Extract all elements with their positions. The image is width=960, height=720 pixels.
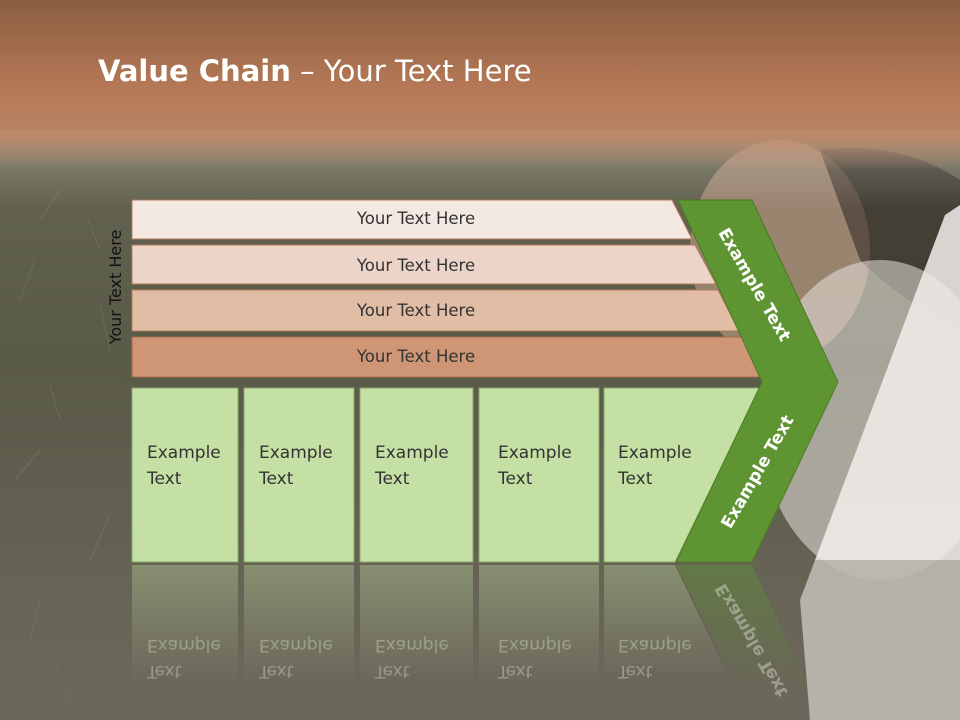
activity-column-3 bbox=[359, 387, 474, 563]
activity-line-1: Example bbox=[259, 443, 333, 463]
support-bar-label-1: Your Text Here bbox=[356, 209, 476, 228]
support-bar-2 bbox=[131, 244, 717, 285]
activity-line-2: Text bbox=[259, 469, 294, 489]
title-bold: Value Chain bbox=[98, 54, 291, 88]
activity-line-1: Example bbox=[375, 443, 449, 463]
activity-line-1: Example bbox=[147, 443, 221, 463]
activity-line-2: Text bbox=[618, 469, 653, 489]
activity-line-1: Example bbox=[618, 443, 692, 463]
support-bar-label-4: Your Text Here bbox=[356, 347, 476, 366]
activity-line-2: Text bbox=[498, 469, 533, 489]
support-bar-1 bbox=[131, 199, 693, 240]
support-bar-label-2: Your Text Here bbox=[356, 256, 476, 275]
activity-column-2 bbox=[243, 387, 355, 563]
activity-column-4 bbox=[478, 387, 600, 563]
activity-column-text-4: Example Text bbox=[498, 440, 572, 492]
activity-column-text-1: Example Text bbox=[147, 440, 221, 492]
title-rest: – Your Text Here bbox=[290, 54, 532, 88]
activity-line-2: Text bbox=[147, 469, 182, 489]
activity-line-1: Example bbox=[498, 443, 572, 463]
page-title: Value Chain – Your Text Here bbox=[98, 54, 532, 88]
activity-column-text-2: Example Text bbox=[259, 440, 333, 492]
activity-line-2: Text bbox=[375, 469, 410, 489]
support-bar-label-3: Your Text Here bbox=[356, 301, 476, 320]
activity-column-1 bbox=[131, 387, 239, 563]
margin-chevron bbox=[675, 199, 839, 563]
activity-column-5 bbox=[603, 387, 761, 563]
activity-column-text-5: Example Text bbox=[618, 440, 692, 492]
activity-column-text-3: Example Text bbox=[375, 440, 449, 492]
